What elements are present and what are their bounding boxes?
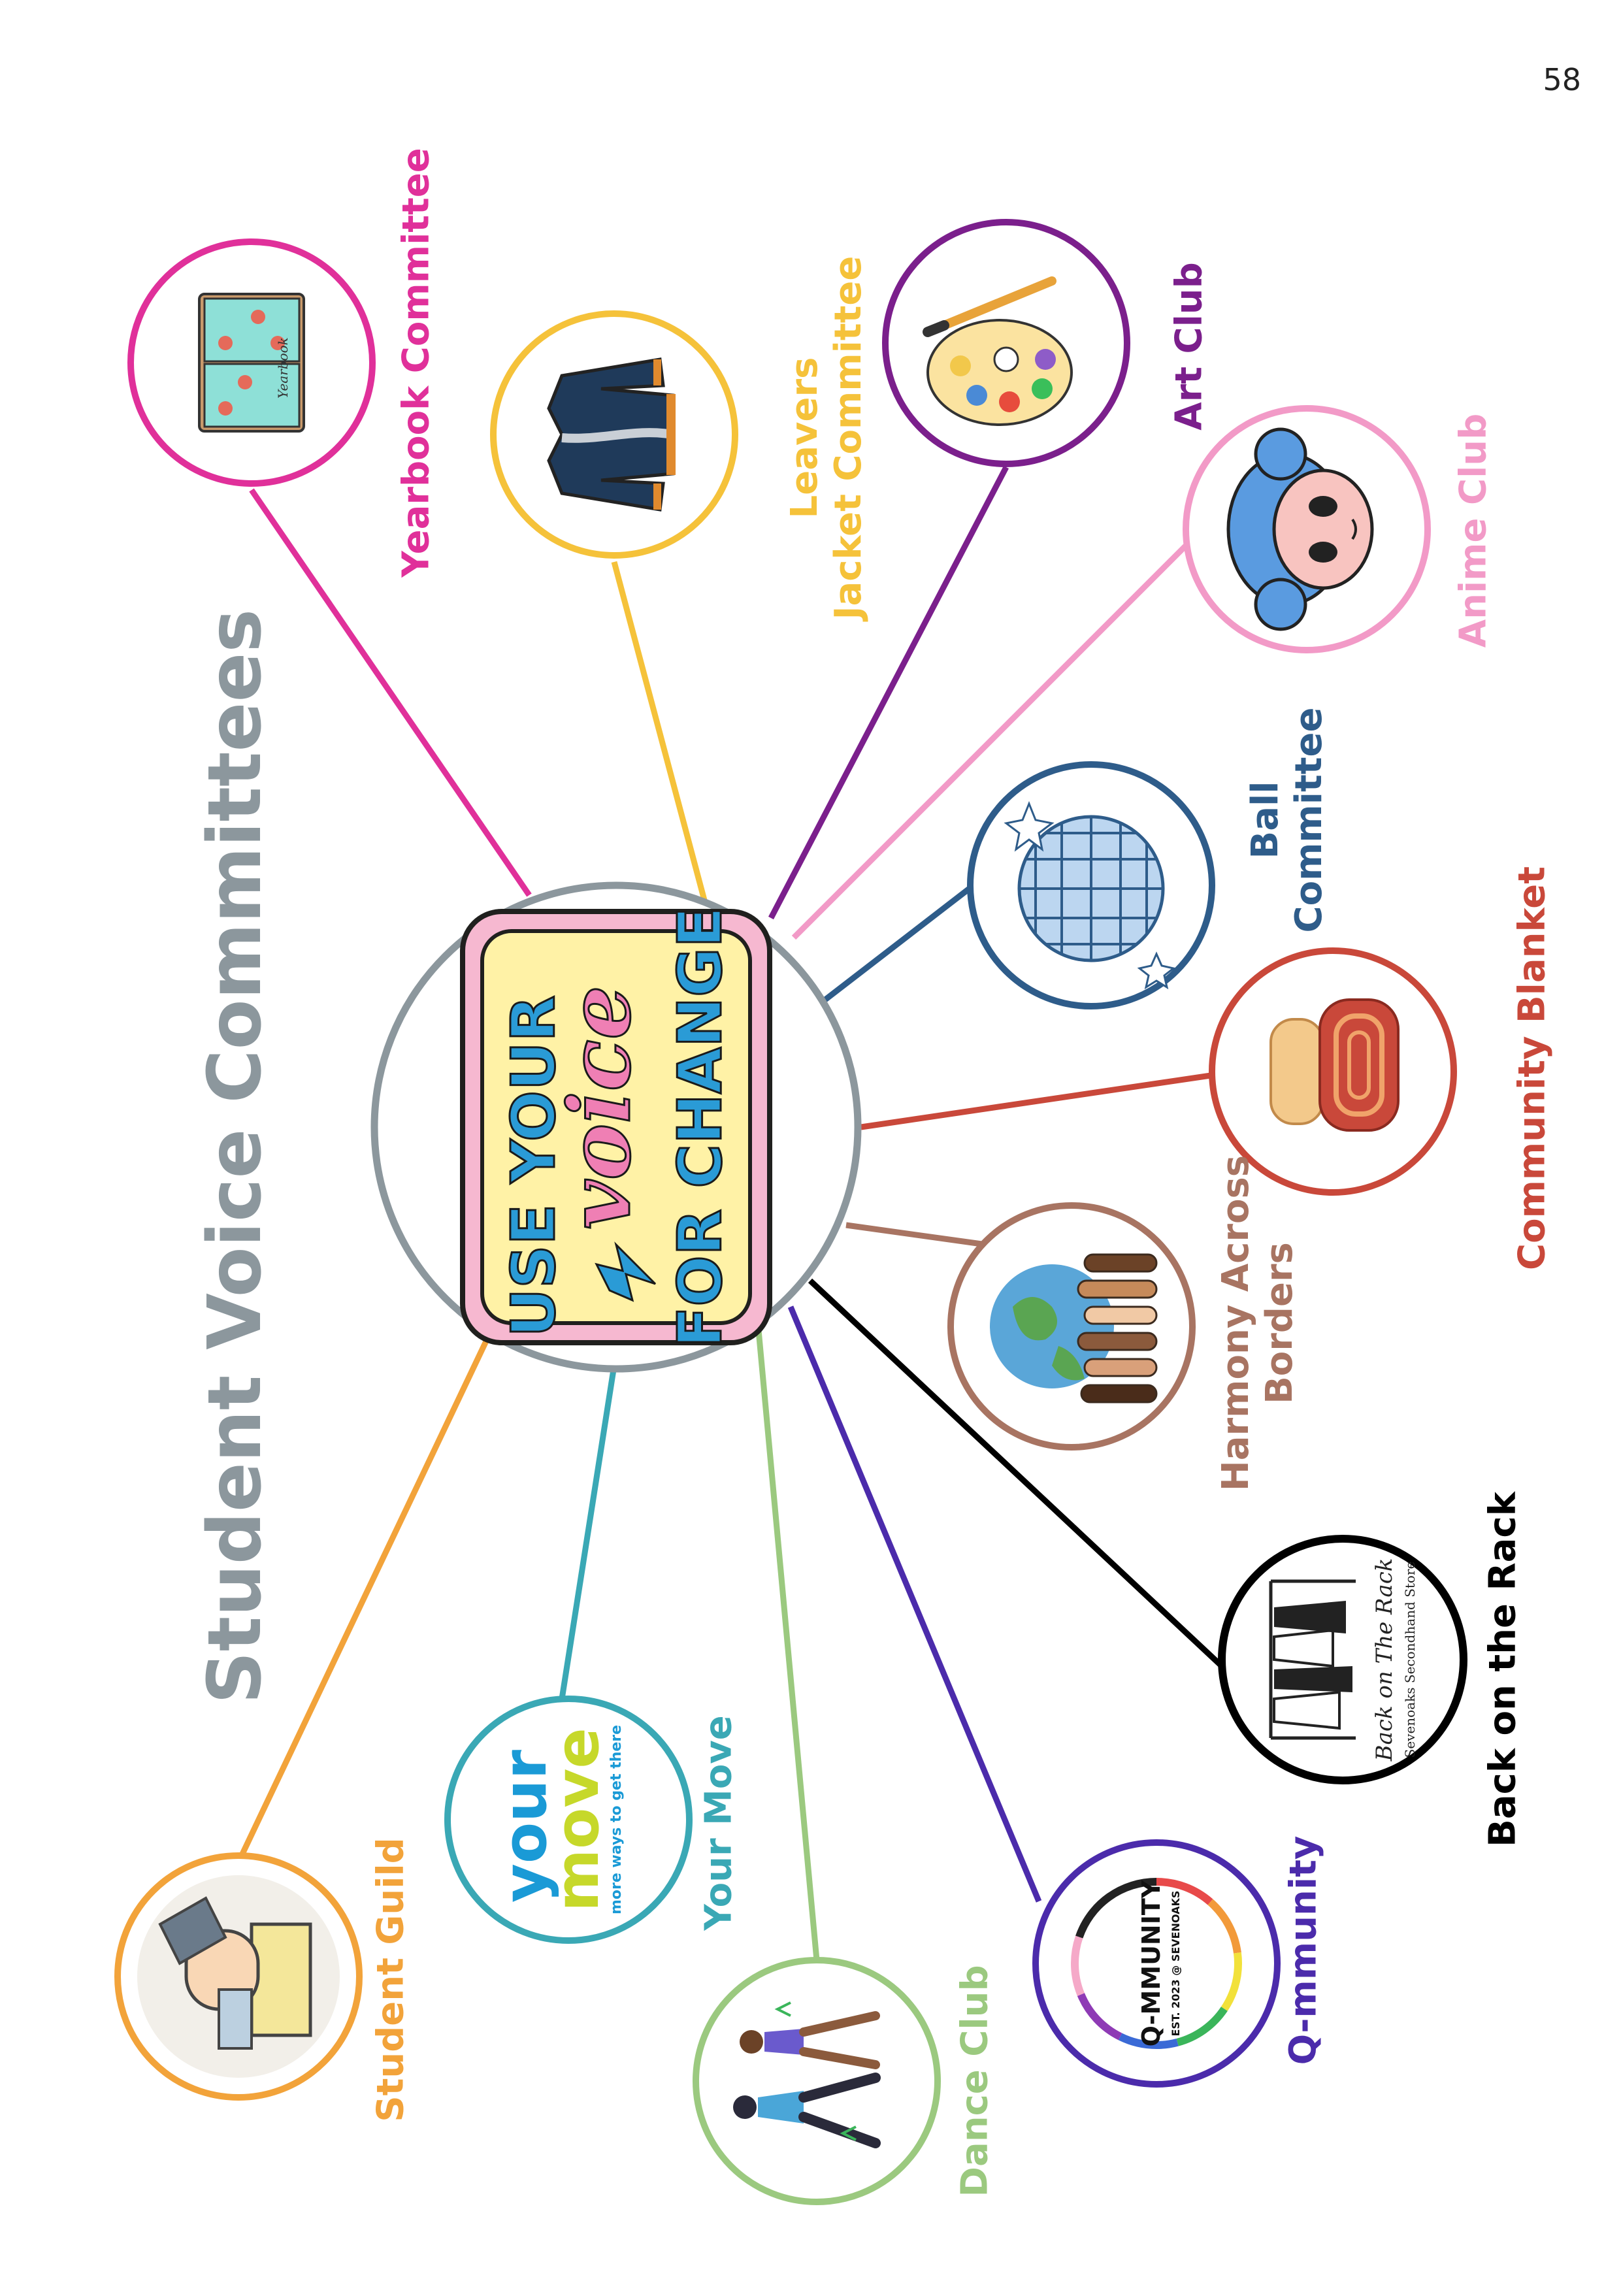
yearbook-icon: Yearbook (199, 294, 304, 431)
connector-yearbook (252, 490, 529, 895)
label-dance: Dance Club (953, 1965, 996, 2197)
yourmove-logo-line-2: move (542, 1728, 612, 1911)
svg-text:Yearbook: Yearbook (275, 337, 291, 399)
qmmunity-logo-title: Q-MMUNITY (1137, 1880, 1166, 2046)
committee-harmony (951, 1205, 1192, 1447)
page-title: Student Voice Committees (191, 609, 279, 1704)
connector-blanket (861, 1075, 1215, 1127)
committee-qmmunity: Q-MMUNITY EST. 2023 @ SEVENOAKS (1036, 1843, 1277, 2084)
committee-art (885, 222, 1127, 464)
yourmove-logo-line-3: more ways to get there (608, 1725, 625, 1914)
center-hub: USE YOUR voice FOR CHANGE (374, 885, 858, 1369)
connector-yourmove (562, 1366, 614, 1699)
label-rack: Back on the Rack (1481, 1492, 1524, 1847)
committee-yearbook: Yearbook (131, 242, 372, 484)
center-line-2: voice (549, 985, 649, 1230)
label-guild: Student Guild (368, 1837, 412, 2122)
connector-ball (817, 885, 974, 1006)
connector-dance (758, 1323, 817, 1960)
committee-guild (118, 1856, 359, 2097)
committee-yourmove: your move more ways to get there (448, 1699, 689, 1941)
your-move-logo: your move more ways to get there (490, 1725, 625, 1914)
committee-anime (1186, 408, 1428, 650)
label-art: Art Club (1167, 262, 1211, 430)
committee-dance (696, 1960, 938, 2202)
committee-ball (970, 764, 1212, 1006)
page-number: 58 (1522, 62, 1581, 97)
connector-leavers (614, 562, 706, 905)
blanket-icon (1271, 1000, 1398, 1130)
label-yourmove: Your Move (696, 1715, 740, 1931)
label-blanket: Community Blanket (1510, 866, 1554, 1270)
graduate-at-desk-icon (137, 1875, 340, 2078)
jacket-icon (549, 359, 676, 510)
connector-harmony (846, 1225, 987, 1245)
committee-leavers (493, 314, 735, 555)
label-yearbook: Yearbook Committee (394, 148, 438, 578)
rack-logo-subtitle: Sevenoaks Secondhand Store (1402, 1562, 1418, 1758)
label-qmmunity: Q-mmunity (1281, 1836, 1325, 2065)
use-your-voice-badge: USE YOUR voice FOR CHANGE (463, 907, 770, 1348)
center-line-3: FOR CHANGE (665, 907, 735, 1348)
committee-rack: Back on The Rack Sevenoaks Secondhand St… (1222, 1539, 1464, 1780)
label-anime: Anime Club (1451, 414, 1495, 648)
rack-logo-title: Back on The Rack (1371, 1558, 1398, 1762)
qmmunity-logo-subtitle: EST. 2023 @ SEVENOAKS (1170, 1891, 1182, 2037)
